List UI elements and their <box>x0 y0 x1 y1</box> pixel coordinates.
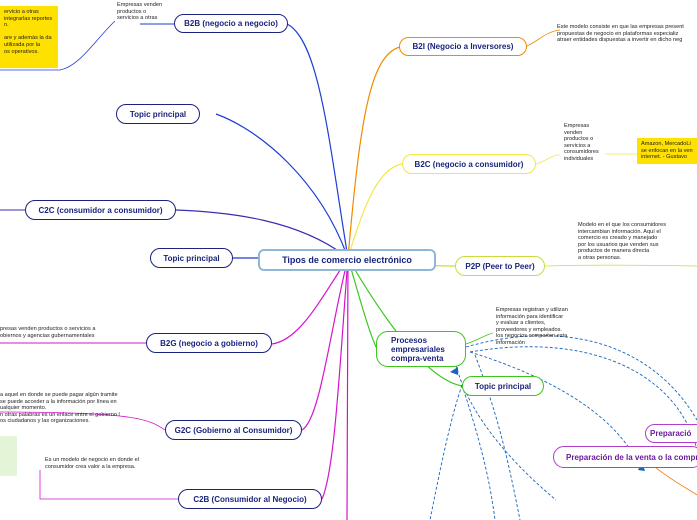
connector-procesos <box>347 257 378 350</box>
connector-b2g <box>271 257 349 345</box>
topic-principal-3[interactable]: Topic principal <box>462 376 544 396</box>
text-g2c: a aquel en donde se puede pagar algún tr… <box>0 392 120 425</box>
connector-c2c <box>175 209 349 259</box>
topic-c2b[interactable]: C2B (Consumidor al Negocio) <box>178 489 322 509</box>
note-green <box>0 436 17 476</box>
topic-b2b[interactable]: B2B (negocio a negocio) <box>174 14 288 33</box>
topic-g2c[interactable]: G2C (Gobierno al Consumidor) <box>165 420 302 440</box>
text-b2i: Este modelo consiste en que las empresas… <box>557 24 684 44</box>
topic-principal-1[interactable]: Topic principal <box>116 104 200 124</box>
topic-b2g[interactable]: B2G (negocio a gobierno) <box>146 333 272 353</box>
topic-c2c[interactable]: C2C (consumidor a consumidor) <box>25 200 176 220</box>
topic-preparacion-b[interactable]: Preparación de la venta o la compr <box>553 446 697 468</box>
connector-b2i <box>347 46 401 259</box>
text-b2b: Empresas venden productos o servicios a … <box>117 2 163 22</box>
text-p2p: Modelo en el que los consumidores interc… <box>578 222 666 261</box>
note-b2b: ervicio a otras integrarlas reportes n. … <box>0 6 58 68</box>
connector-g2c <box>301 257 349 431</box>
text-c2b: Es un modelo de negocio en donde el cons… <box>45 457 139 470</box>
topic-procesos[interactable]: Procesos empresariales compra-venta <box>376 331 466 367</box>
central-topic[interactable]: Tipos de comercio electrónico <box>258 249 436 271</box>
connector-b2b <box>286 23 349 259</box>
text-b2c: Empresas venden productos o servicios a … <box>564 123 599 162</box>
topic-b2i[interactable]: B2I (Negocio a Inversores) <box>399 37 527 56</box>
text-procesos: Empresas registran y utilizan informació… <box>496 307 568 346</box>
topic-p2p[interactable]: P2P (Peer to Peer) <box>455 256 545 276</box>
note-b2c: Amazon, MercadoLi se enfocan en la ven i… <box>637 138 697 164</box>
topic-b2c[interactable]: B2C (negocio a consumidor) <box>402 154 536 174</box>
connector-bottom <box>346 257 349 520</box>
connector-c2b <box>321 257 349 500</box>
connector-topic1 <box>215 113 349 259</box>
topic-principal-2[interactable]: Topic principal <box>150 248 233 268</box>
connector-b2c <box>347 163 403 259</box>
topic-preparacion-a[interactable]: Preparació <box>645 424 697 443</box>
text-b2g: presas venden productos o servicios a ob… <box>0 326 96 339</box>
